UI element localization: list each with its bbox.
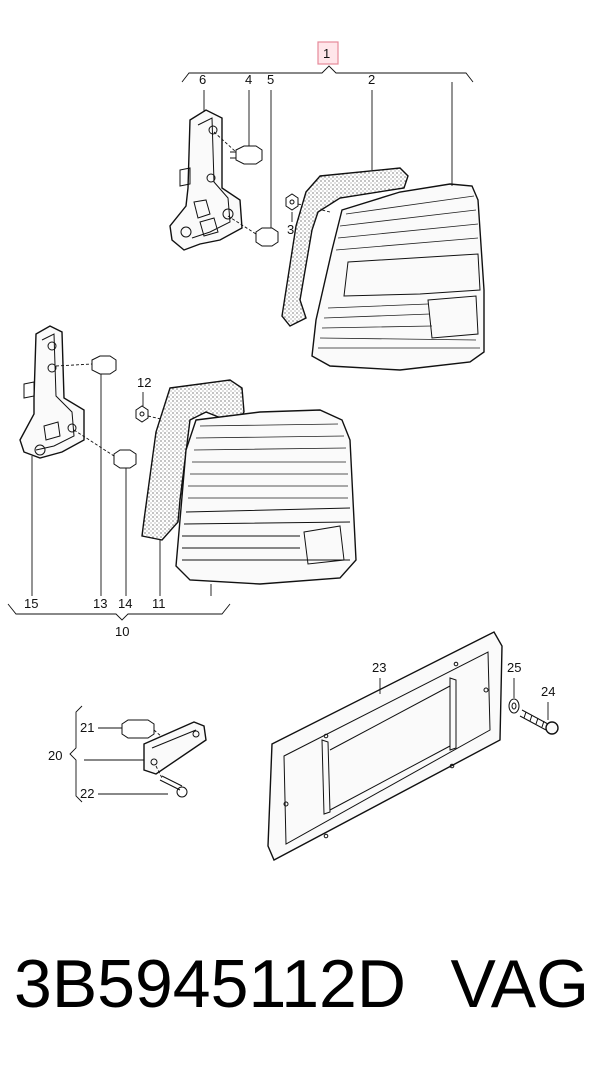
callout-4: 4 [245, 72, 252, 87]
footer: 3B5945112D VAG [14, 944, 589, 1024]
callout-10: 10 [115, 624, 129, 639]
callout-13: 13 [93, 596, 107, 611]
lamp-housing-20 [143, 721, 207, 775]
callout-15: 15 [24, 596, 38, 611]
callout-21: 21 [80, 720, 94, 735]
callout-25: 25 [507, 660, 521, 675]
callout-23: 23 [372, 660, 386, 675]
callout-3: 3 [287, 222, 294, 237]
trim-panel-23 [267, 631, 503, 861]
callout-14: 14 [118, 596, 132, 611]
callout-24: 24 [541, 684, 555, 699]
screw-24 [519, 709, 559, 735]
callout-6: 6 [199, 72, 206, 87]
callout-12: 12 [137, 375, 151, 390]
bulb-holder-lower [19, 325, 85, 459]
tail-lamp-lower [175, 409, 357, 585]
screw-22 [155, 765, 188, 798]
washer-25 [508, 698, 520, 714]
callout-11: 11 [152, 596, 166, 611]
bulb-13 [55, 355, 117, 375]
gasket-2 [281, 167, 409, 327]
bulb-holder-upper [169, 109, 243, 251]
bulb-5 [227, 215, 279, 247]
bulb-14 [73, 429, 137, 469]
callout-20: 20 [48, 748, 62, 763]
part-number: 3B5945112D [14, 946, 406, 1022]
callout-1-highlight [317, 41, 339, 65]
callout-2: 2 [368, 72, 375, 87]
brand-label: VAG [450, 946, 589, 1022]
bulb-4 [213, 131, 263, 165]
tail-lamp-upper [311, 183, 485, 371]
callout-1: 1 [323, 46, 330, 61]
group-1-bracket [181, 65, 474, 83]
callout-5: 5 [267, 72, 274, 87]
callout-22: 22 [80, 786, 94, 801]
